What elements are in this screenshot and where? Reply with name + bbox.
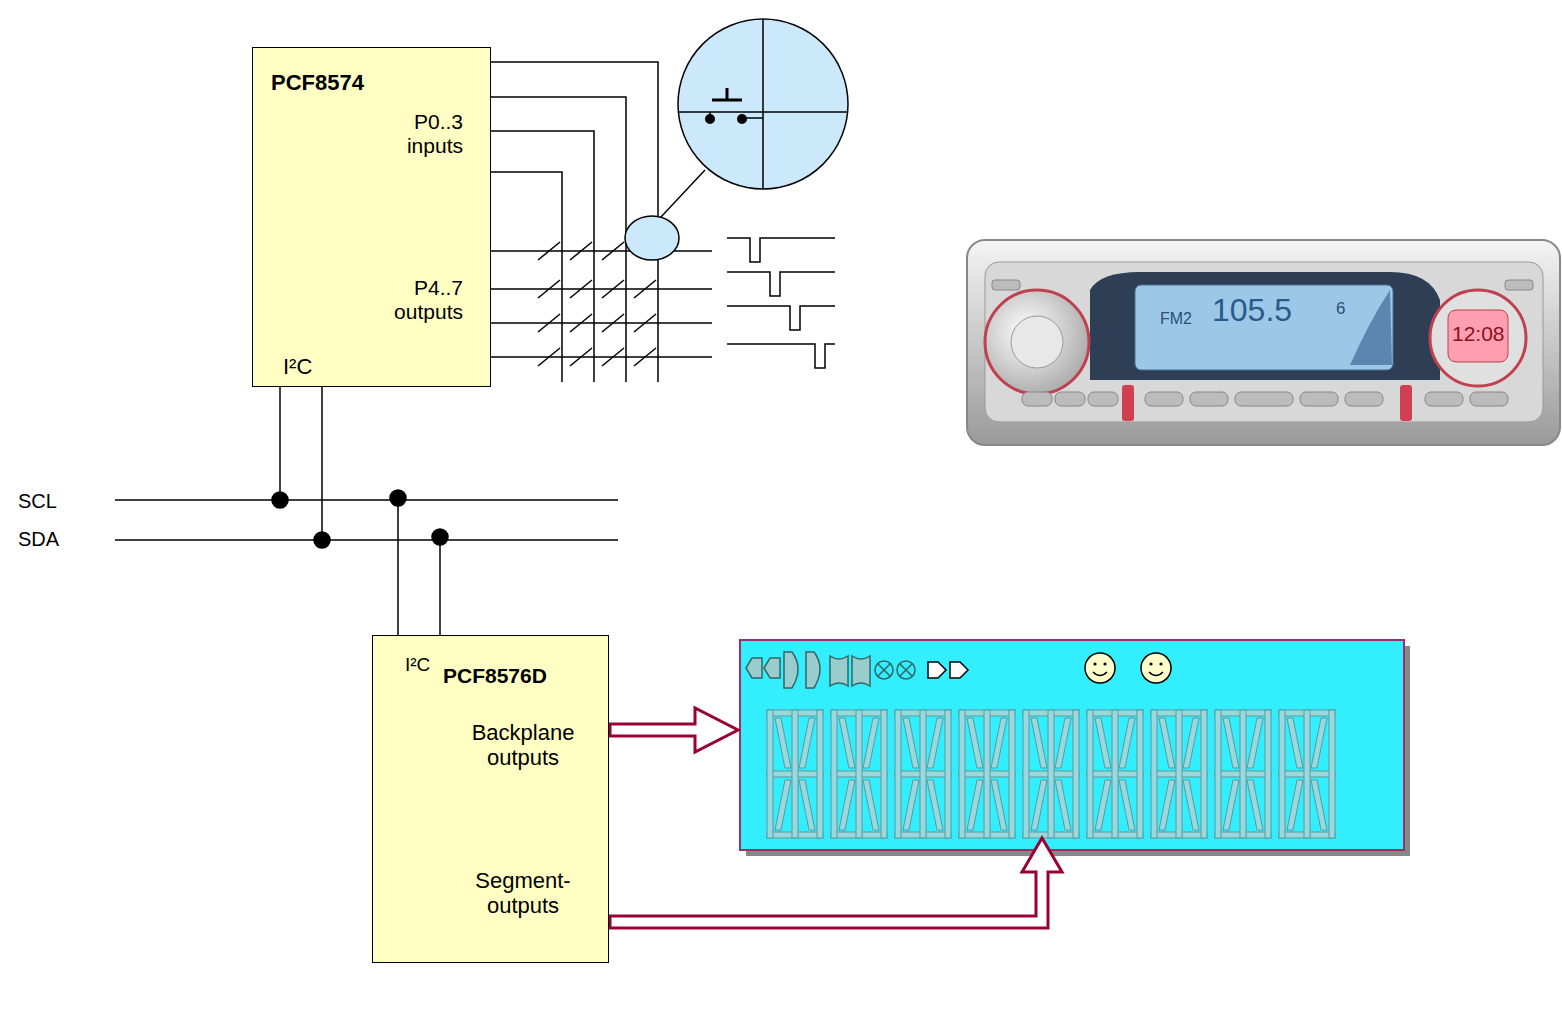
display-text: 105.5 [1212, 293, 1292, 328]
lcd-display [740, 640, 1410, 856]
ic-box: PCF8574P0..3 inputsP4..7 outputsI²C [252, 47, 491, 387]
i2c-bus [115, 384, 618, 635]
bus-label: I²C [283, 354, 343, 379]
port-label: Backplane outputs [443, 720, 603, 771]
scan-pulses [727, 238, 835, 368]
ic-name: PCF8574 [271, 70, 451, 95]
port-label: P0..3 inputs [363, 110, 463, 158]
key-zoom [625, 19, 848, 260]
ic-box: I²CPCF8576D Backplane outputsSegment-outp… [372, 635, 609, 963]
signal-name: SDA [18, 528, 59, 550]
display-text: 6 [1336, 300, 1345, 319]
display-text: FM2 [1160, 310, 1192, 328]
display-text: 12:08 [1452, 322, 1505, 345]
port-label: Segment-outputs [443, 868, 603, 919]
ic-name: PCF8576D [443, 664, 603, 688]
bus-label: I²C [405, 654, 445, 676]
signal-name: SCL [18, 490, 57, 512]
port-label: P4..7 outputs [353, 276, 463, 324]
bus-arrows [610, 708, 1062, 928]
car-radio-illustration [967, 240, 1560, 445]
